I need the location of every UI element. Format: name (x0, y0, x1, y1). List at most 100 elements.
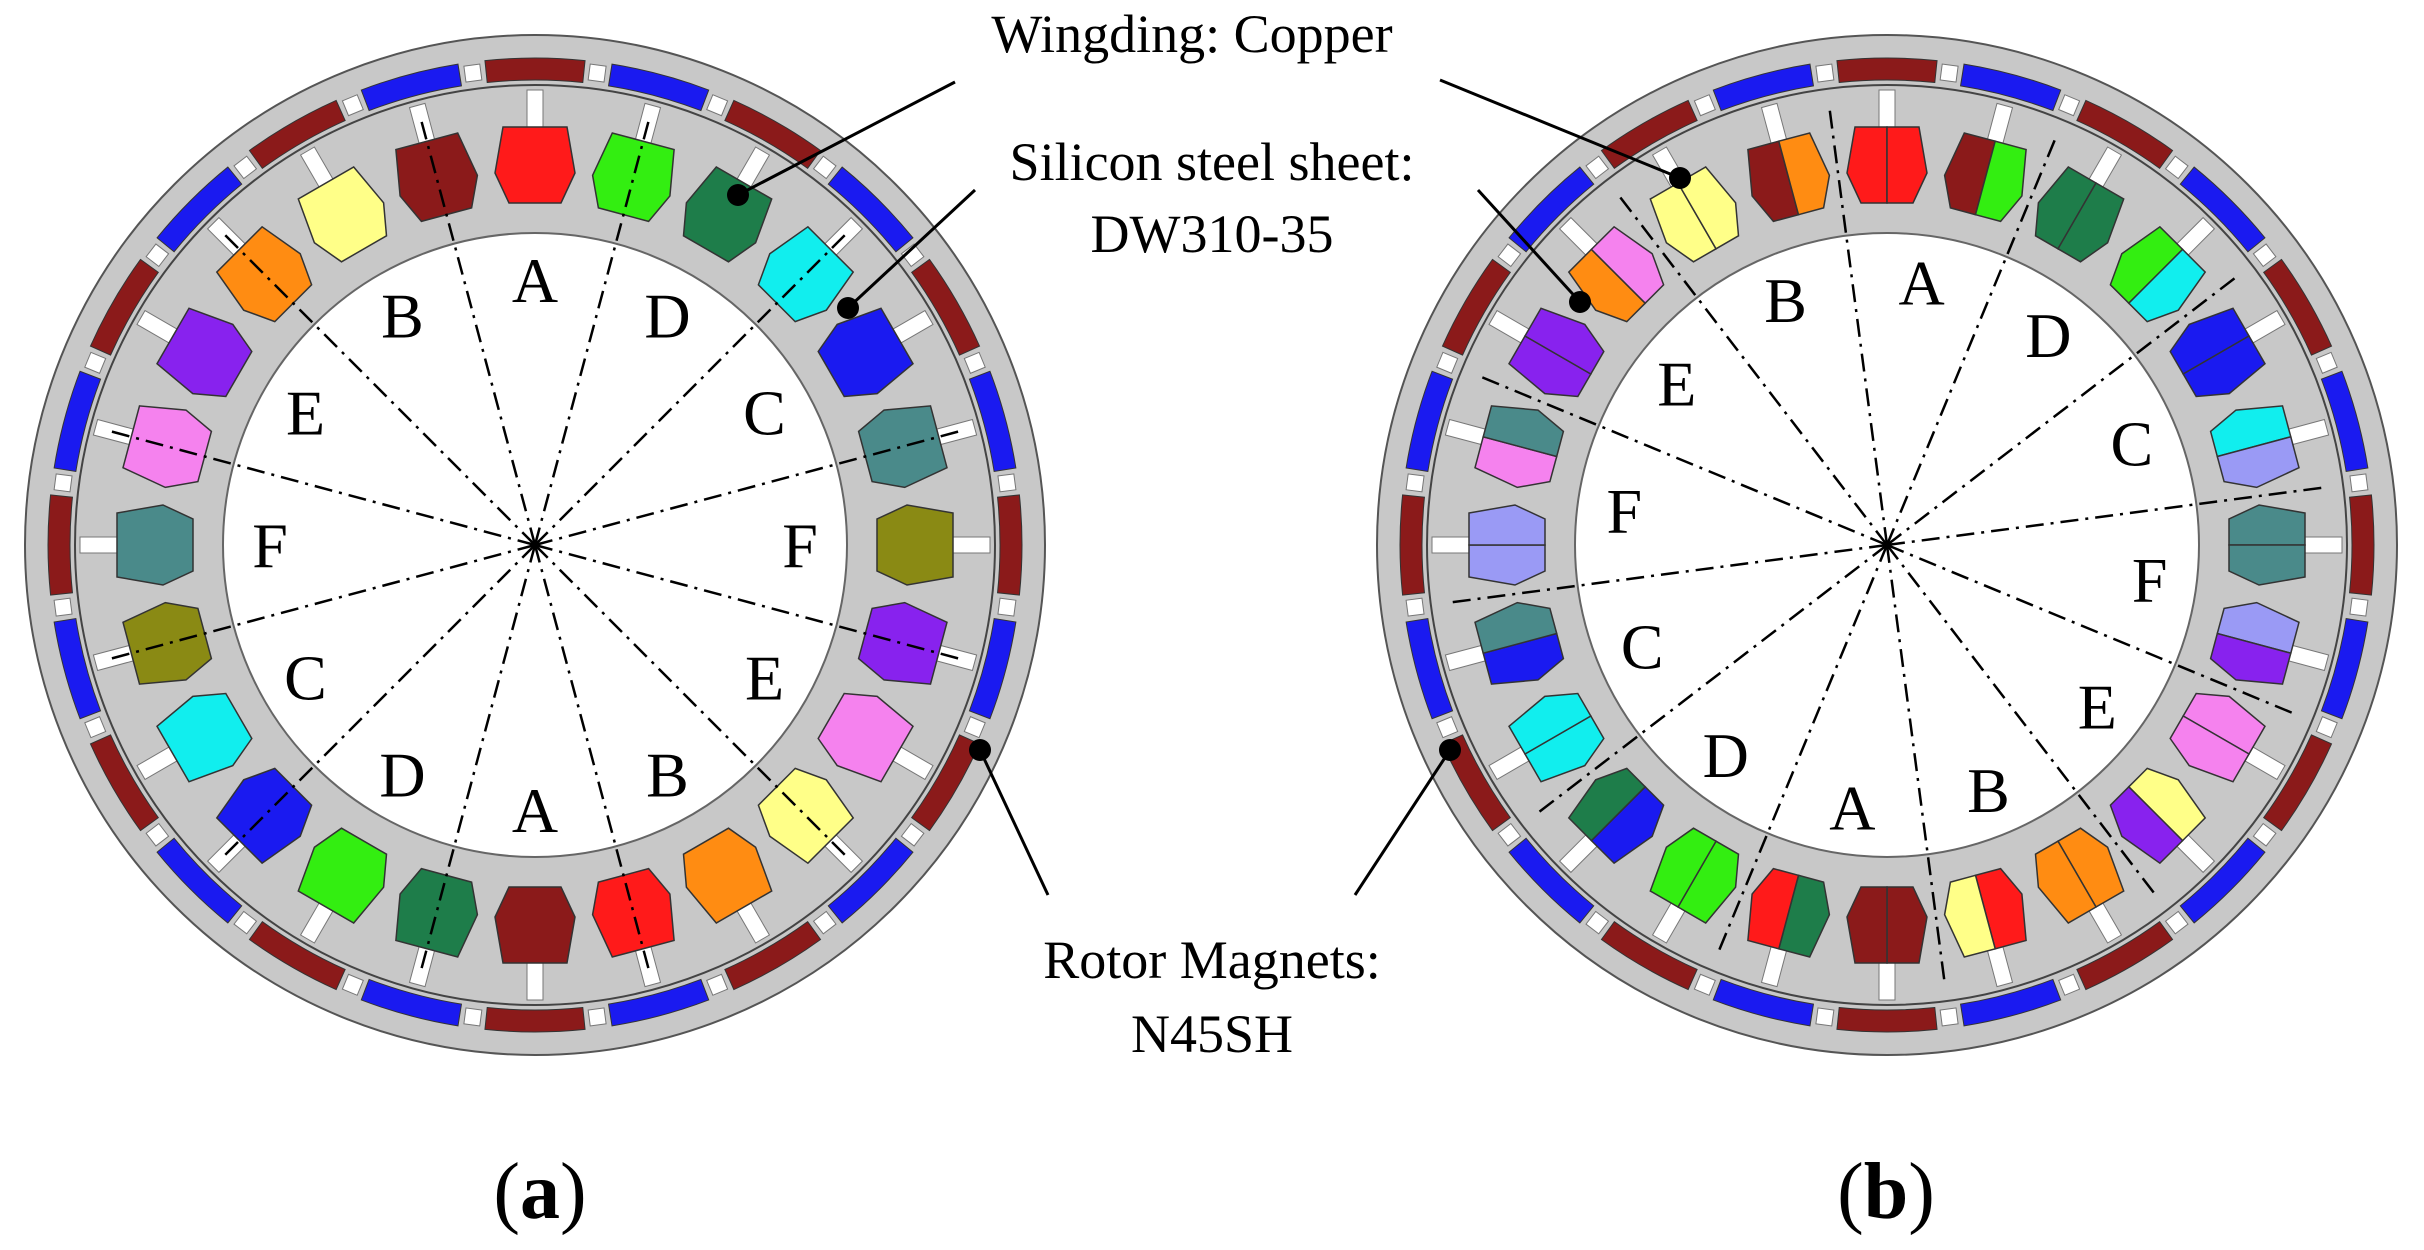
panel-a-coil (494, 886, 576, 964)
panel-b-sector-label: E (1657, 349, 1696, 420)
panel-b-slot-opening (1878, 962, 1896, 1001)
panel-a-magnet-spacer (463, 1007, 483, 1027)
panel-b-coil-half-right (1468, 504, 1546, 546)
panel-b-coil-half-left (1747, 140, 1800, 223)
panel-a-sector-divider (534, 232, 848, 546)
panel-a-rotor-magnet (968, 370, 1017, 473)
panel-b-rotor-magnet (2076, 99, 2174, 170)
panel-b-rotor-magnet (1959, 63, 2062, 112)
panel-a-rotor-magnet (607, 978, 710, 1027)
panel-a-sector-divider (109, 429, 536, 547)
panel-a-rotor-magnet (827, 837, 914, 924)
panel-b-sector-divider (1618, 195, 1888, 546)
panel-a-coil (116, 504, 194, 586)
panel-a-rotor-magnet (724, 99, 822, 170)
panel-b-rotor-magnet (2320, 370, 2369, 473)
steel-dot-a (837, 297, 859, 319)
panel-b-coil-half-right (2182, 334, 2266, 398)
panel-a-magnet-spacer (233, 155, 258, 180)
panel-a-slot-opening (952, 536, 991, 554)
panel-a-coil (682, 166, 773, 263)
panel-a-rotor-magnet (607, 63, 710, 112)
panel-a-rotor-magnet (89, 734, 160, 832)
panel-b-magnet-spacer (1405, 597, 1425, 617)
panel-a-rotor-magnet (360, 978, 463, 1027)
panel-b-coil-half-right (1482, 405, 1565, 458)
panel-b-coil-half-right (1676, 166, 1740, 250)
panel-b-magnet-spacer (1405, 473, 1425, 493)
panel-a-sector-divider (533, 119, 651, 546)
panel-a-coil (857, 405, 948, 489)
panel-b-rotor-magnet (2262, 258, 2333, 356)
panel-b-coil-half-left (1508, 334, 1592, 398)
panel-b-sector-divider (1480, 375, 1888, 547)
panel-b-magnet-spacer (1815, 63, 1835, 83)
panel-b-sector-label: C (2110, 409, 2153, 480)
winding-dot-b (1669, 167, 1691, 189)
panel-b-coil-half-right (2209, 632, 2292, 685)
panel-b-rotor-magnet (1441, 734, 1512, 832)
panel-b-magnet-spacer (1939, 1007, 1959, 1027)
panel-b-caption-letter: b (1864, 1148, 1909, 1236)
panel-a-sector-divider (534, 544, 848, 858)
panel-b-coil-half-right (1523, 307, 1605, 376)
panel-a-sector-label: B (646, 739, 689, 810)
panel-b-coil-half-right (2169, 714, 2251, 783)
panel-a-rotor-magnet (156, 837, 243, 924)
panel-a-magnet-spacer (812, 910, 837, 935)
panel-b-coil-half-right (2216, 435, 2300, 489)
panel-a-magnet-spacer (84, 716, 107, 739)
magnets-callout-label-line1: Rotor Magnets: (1043, 930, 1380, 990)
panel-a-magnet-spacer (341, 94, 364, 117)
panel-a-magnet-spacer (233, 910, 258, 935)
panel-b-slot-opening (2304, 536, 2343, 554)
panel-a-coil (817, 692, 914, 783)
magnets-callout-label-line2: N45SH (1131, 1004, 1293, 1064)
panel-b-coil-half-right (1567, 767, 1647, 842)
panel-a-rotor-magnet (248, 99, 346, 170)
panel-b-rotor-magnet (1600, 99, 1698, 170)
panel-b-magnet-spacer (2164, 910, 2189, 935)
panel-b-coil-half-right (1508, 692, 1592, 756)
panel-a-sector-divider (109, 543, 536, 661)
panel-b-coil-half-left (1523, 714, 1605, 783)
panel-a-coil (757, 767, 855, 865)
panel-b-rotor-magnet (1712, 978, 1815, 1027)
magnet-leader-a (978, 749, 1050, 896)
panel-a-magnet-spacer (997, 597, 1017, 617)
panel-a-coil (215, 767, 313, 865)
panel-a-rotor-magnet (47, 494, 74, 596)
panel-b-rotor-magnet (1836, 1006, 1938, 1033)
panel-a-sector-label: F (252, 510, 288, 581)
panel-b-sector-label: F (1606, 475, 1642, 546)
panel-b-rotor-magnet (1399, 494, 1426, 596)
panel-b-coil-half-left (1468, 544, 1546, 586)
panel-a-rotor-magnet (484, 57, 586, 84)
panel-a-coil (122, 405, 213, 489)
panel-b-coil-half-right (1886, 126, 1928, 204)
panel-a-sector-divider (222, 232, 536, 546)
panel-b-coil-half-right (2228, 544, 2306, 586)
panel-b-coil-half-right (2034, 840, 2098, 924)
panel-a-magnet-spacer (341, 973, 364, 996)
panel-a-coil (297, 827, 388, 924)
panel-b-coil-half-right (1747, 867, 1800, 950)
panel-a-magnet-spacer (997, 473, 1017, 493)
magnet-dot-a (969, 739, 991, 761)
panel-b-slot-opening (1878, 89, 1896, 128)
panel-a-caption-close: ) (560, 1148, 587, 1236)
panel-b-rotor-magnet (1712, 63, 1815, 112)
panel-b-magnet-spacer (1436, 716, 1459, 739)
panel-b-coil-half-left (1482, 632, 1565, 685)
winding-dot-a (727, 184, 749, 206)
panel-b-sector-label: D (1703, 720, 1749, 791)
panel-b-coil-half-right (1777, 132, 1831, 216)
panel-a-magnet-spacer (963, 716, 986, 739)
panel-a-sector-label: D (644, 281, 690, 352)
panel-a-magnet-spacer (812, 155, 837, 180)
panel-a-magnet-spacer (463, 63, 483, 83)
panel-b-magnet-spacer (2349, 597, 2369, 617)
panel-a-magnet-spacer (706, 973, 729, 996)
